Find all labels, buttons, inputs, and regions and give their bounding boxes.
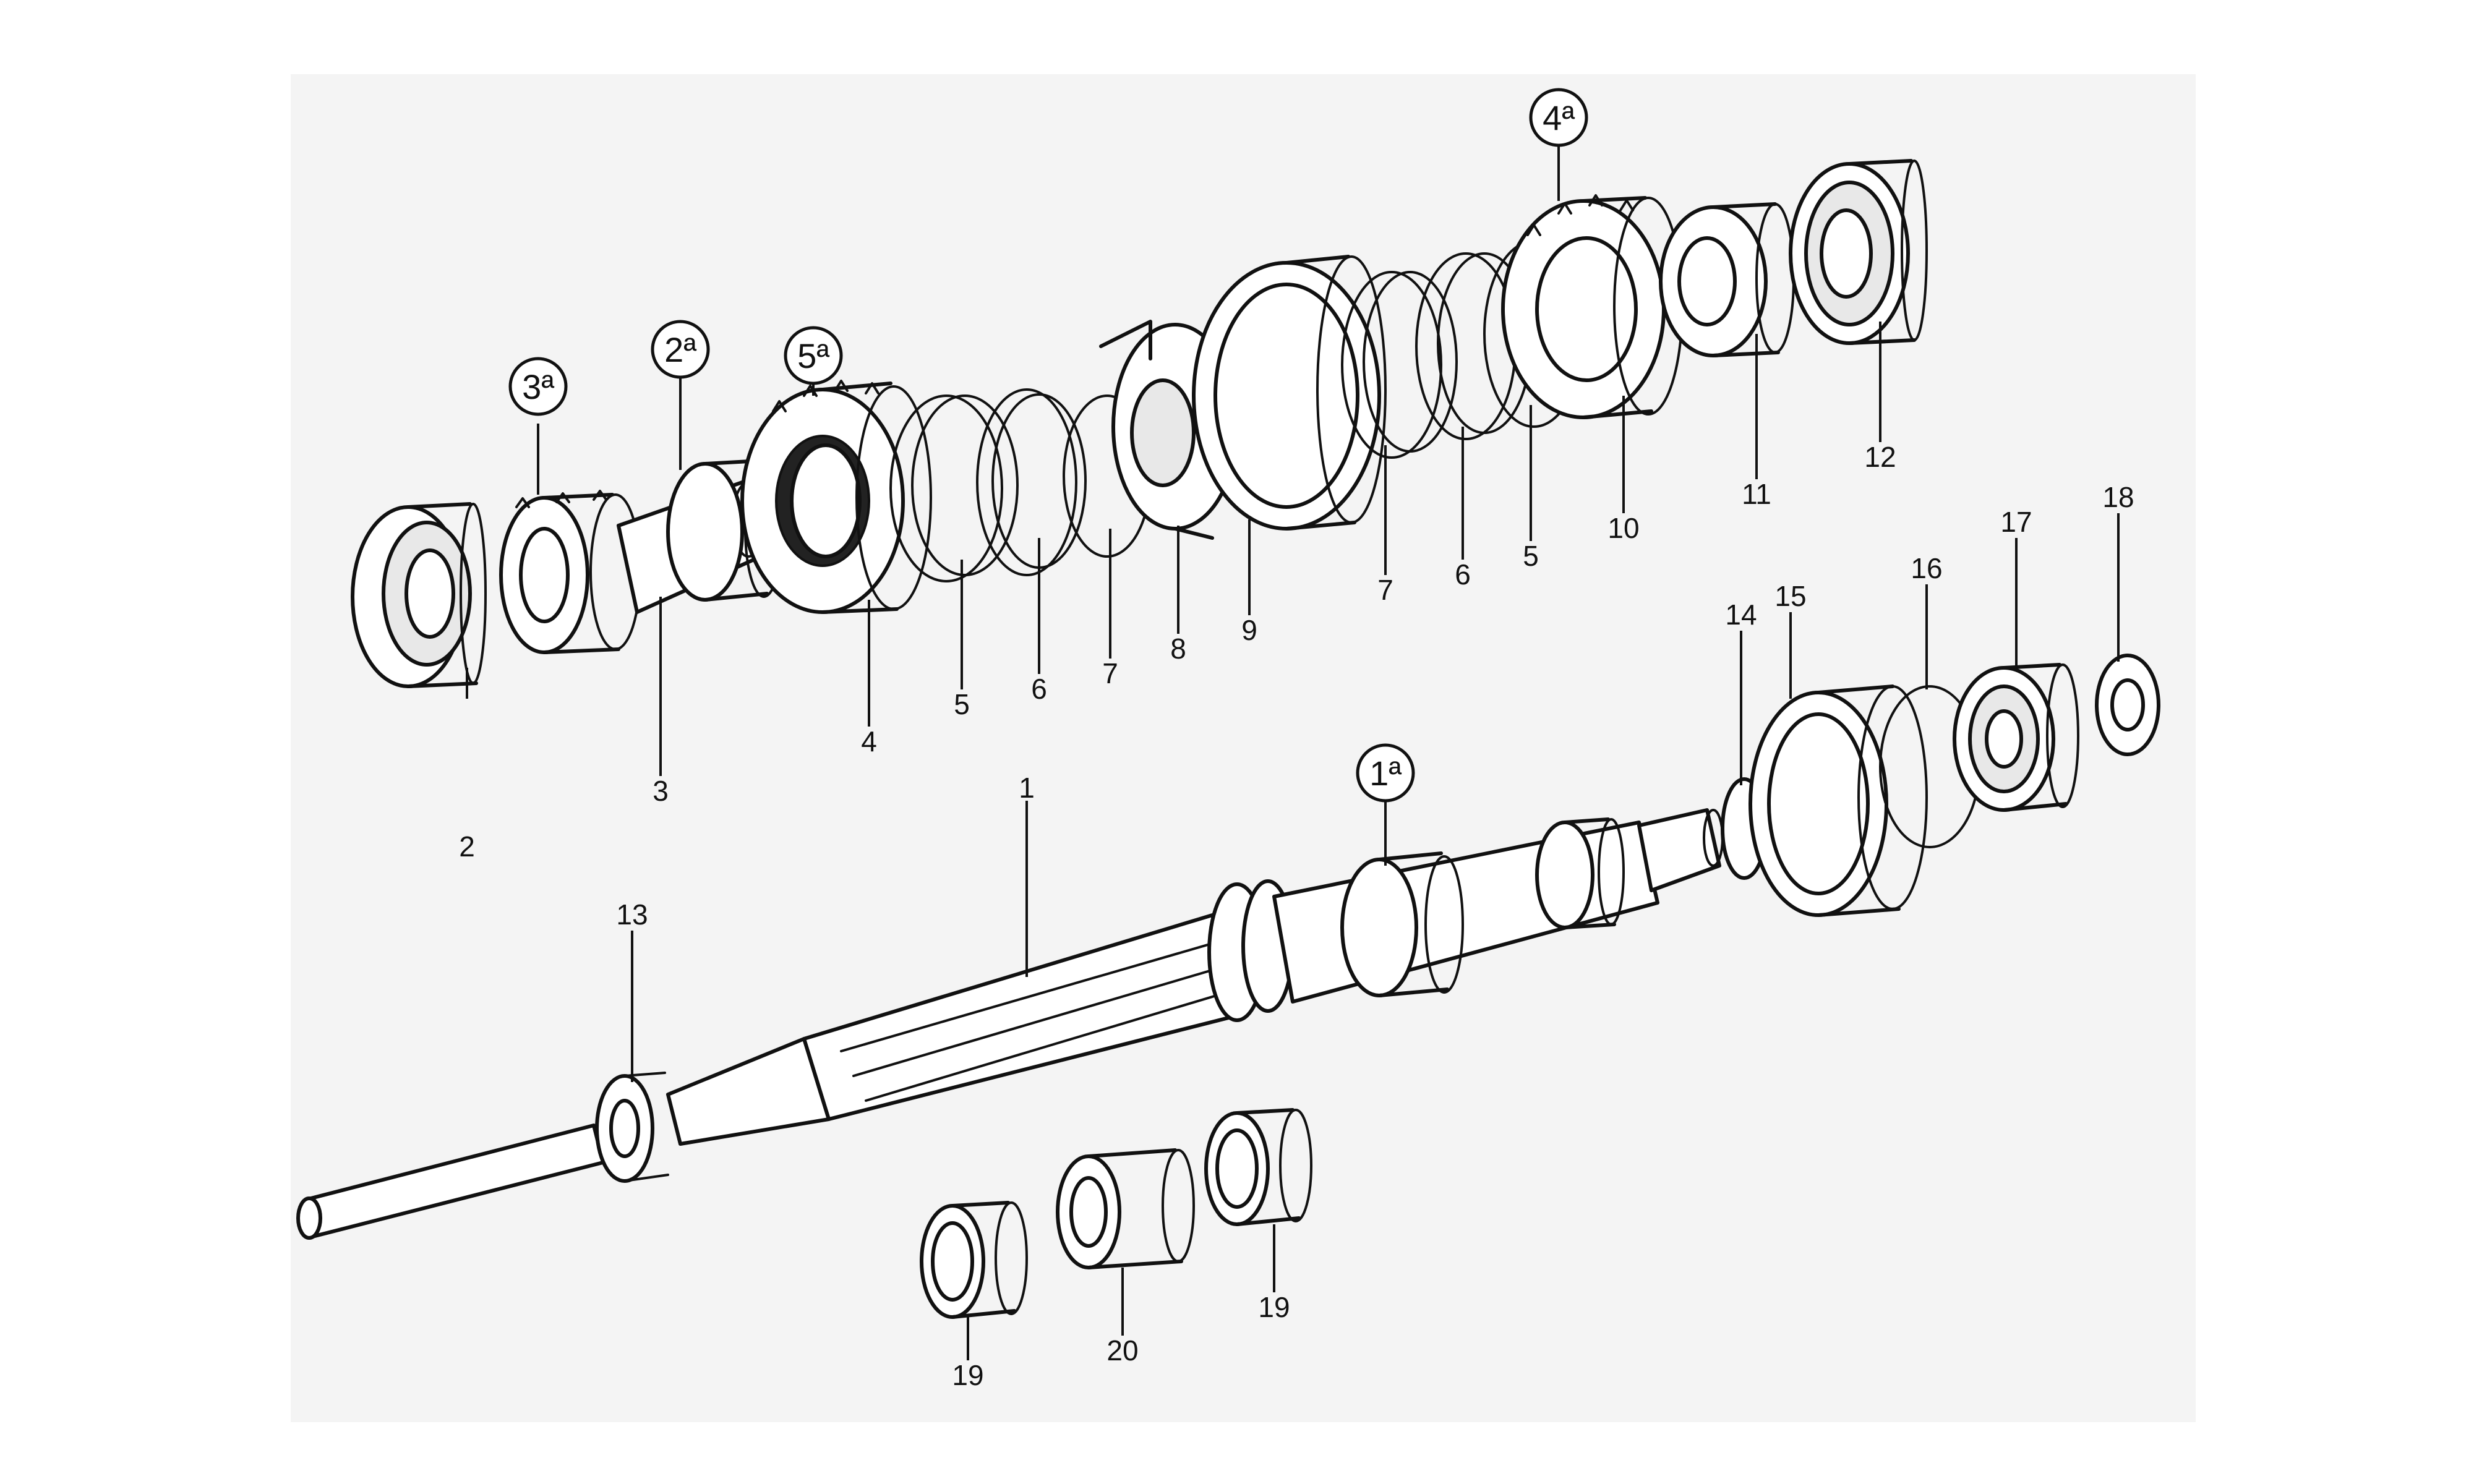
label-part-7-right: 7 <box>1377 574 1393 606</box>
svg-text:1ª: 1ª <box>1369 754 1402 793</box>
gear-fifth <box>740 380 932 614</box>
gear-label-4: 4ª <box>1529 88 1588 147</box>
label-part-1: 1 <box>1019 772 1035 804</box>
label-part-16: 16 <box>1911 552 1942 584</box>
label-part-15: 15 <box>1774 580 1806 612</box>
label-part-2: 2 <box>459 830 475 863</box>
bearing-12 <box>1789 159 1928 345</box>
label-part-12: 12 <box>1864 441 1896 473</box>
label-part-14: 14 <box>1725 599 1757 631</box>
bushing-20 <box>1056 1148 1195 1269</box>
sliding-sleeve-9 <box>1192 255 1387 531</box>
gear-third <box>499 490 641 654</box>
right-parts <box>1721 654 2160 917</box>
label-part-10: 10 <box>1607 512 1639 544</box>
leader-lines <box>466 139 2120 1360</box>
needle-bearing-19-right <box>1204 1108 1312 1226</box>
label-part-6-right: 6 <box>1455 558 1471 591</box>
svg-text:3ª: 3ª <box>522 367 554 406</box>
label-part-18: 18 <box>2102 481 2134 513</box>
gear-label-3: 3ª <box>508 357 568 416</box>
gear-label-5: 5ª <box>784 326 843 385</box>
label-part-19-left: 19 <box>952 1359 983 1391</box>
nut-18 <box>2095 654 2160 756</box>
gear-reverse-spline <box>1535 817 1625 929</box>
gear-label-1: 1ª <box>1356 743 1415 803</box>
nut-13 <box>595 1072 669 1183</box>
gear-label-2: 2ª <box>651 320 710 379</box>
housing-15 <box>1748 684 1928 917</box>
label-part-5-right: 5 <box>1523 540 1539 572</box>
label-part-4: 4 <box>861 725 877 757</box>
label-part-17: 17 <box>2000 506 2032 538</box>
gear-first <box>1340 851 1464 997</box>
spacer-11 <box>1659 202 1795 357</box>
label-part-6-left: 6 <box>1031 673 1047 705</box>
label-part-13: 13 <box>616 898 648 931</box>
label-part-20: 20 <box>1106 1334 1138 1367</box>
label-part-9: 9 <box>1241 614 1257 646</box>
svg-text:2ª: 2ª <box>664 330 696 369</box>
label-part-19-right: 19 <box>1258 1291 1290 1323</box>
bearing-17 <box>1953 663 2079 812</box>
label-part-5-left: 5 <box>954 688 970 720</box>
bearing-2 <box>351 502 487 688</box>
lower-bearings <box>920 1108 1312 1319</box>
svg-text:5ª: 5ª <box>797 336 829 375</box>
upper-shaft-assembly <box>351 159 1928 688</box>
label-part-7-left: 7 <box>1102 657 1118 689</box>
label-part-11: 11 <box>1742 478 1771 510</box>
gear-labels: 3ª 2ª 5ª 4ª 1ª <box>508 88 1588 803</box>
svg-text:4ª: 4ª <box>1543 98 1575 137</box>
label-part-3: 3 <box>653 775 669 807</box>
label-part-8: 8 <box>1170 633 1186 665</box>
needle-bearing-19-left <box>920 1201 1028 1319</box>
part-labels: 2 3 4 5 6 7 8 9 7 6 5 10 11 12 1 13 14 1… <box>459 441 2134 1391</box>
